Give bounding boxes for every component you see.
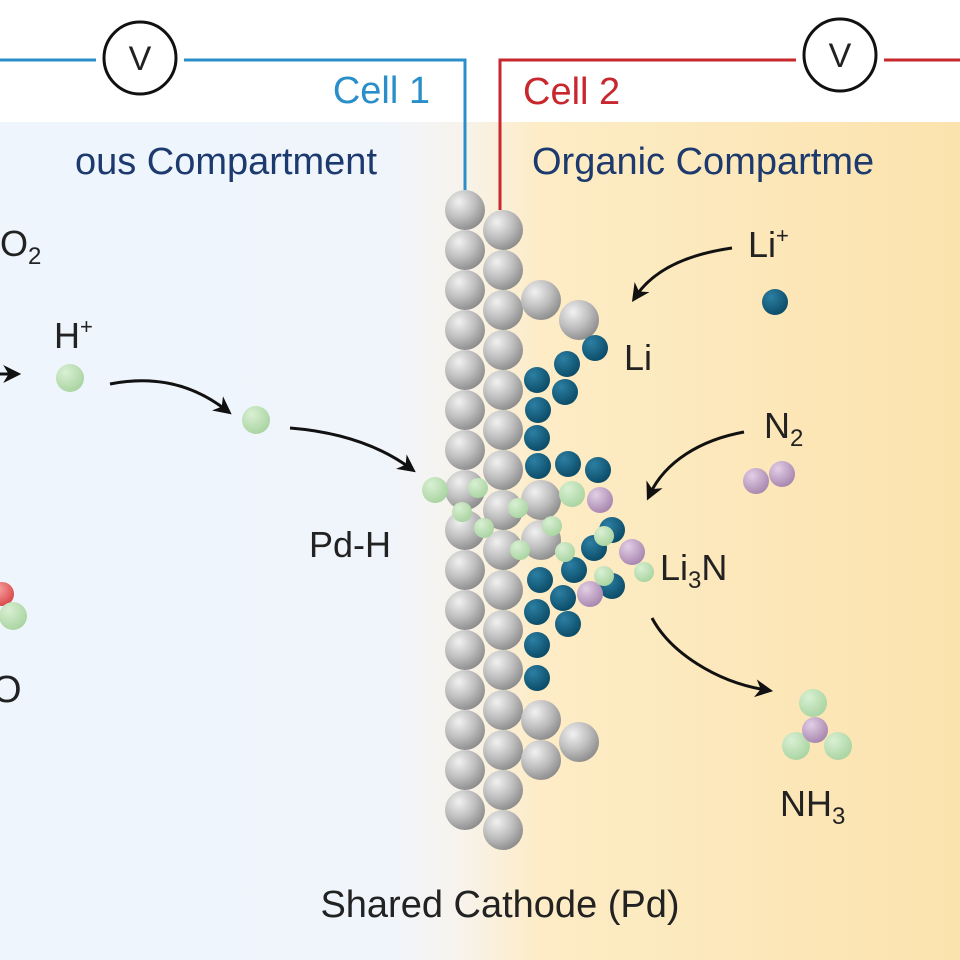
cell1-circuit xyxy=(0,20,467,190)
oxygen-atom xyxy=(0,582,14,606)
lithium-label: Li xyxy=(624,337,652,378)
water-hydrogen-atom xyxy=(0,602,27,630)
voltmeter-1-label: V xyxy=(129,40,152,78)
o2-label: O2 xyxy=(0,223,41,270)
ammonia-release-arrow-icon xyxy=(650,617,774,698)
voltmeter-2-label: V xyxy=(829,37,852,75)
cell2-circuit xyxy=(498,17,960,210)
ammonia-molecule xyxy=(782,689,852,760)
proton-label: H+ xyxy=(54,314,93,356)
aqueous-compartment-label: ous Compartment xyxy=(75,141,377,183)
nitrogen-in-li3n xyxy=(577,487,645,607)
lithium-deposit xyxy=(524,335,625,691)
pd-cathode-lattice xyxy=(445,190,599,850)
n2-label: N2 xyxy=(764,405,803,452)
hydrogen-in-pd xyxy=(422,477,654,586)
proton-absorption-arrow-icon xyxy=(289,426,416,473)
nh3-label: NH3 xyxy=(780,783,845,830)
oxygen-fragment-label: O xyxy=(0,669,22,711)
proton-atom xyxy=(56,364,84,392)
proton-transport-arrow-icon xyxy=(109,379,232,415)
lithium-reduction-arrow-icon xyxy=(631,246,733,302)
li3n-label: Li3N xyxy=(660,547,727,594)
cathode-label: Shared Cathode (Pd) xyxy=(320,884,679,926)
reaction-arrows xyxy=(0,246,774,698)
n2-molecule xyxy=(743,461,795,494)
proton-transit-atom xyxy=(242,406,270,434)
pd-h-label: Pd-H xyxy=(309,524,391,565)
lithium-ion-atom xyxy=(762,289,788,315)
cell1-label: Cell 1 xyxy=(333,70,430,112)
cell2-label: Cell 2 xyxy=(523,71,620,113)
voltmeter-1-icon xyxy=(102,20,178,96)
voltmeter-2-icon xyxy=(802,17,878,93)
organic-compartment-label: Organic Compartme xyxy=(532,141,874,183)
lithium-ion-label: Li+ xyxy=(748,223,789,265)
nitrogen-activation-arrow-icon xyxy=(646,430,745,501)
